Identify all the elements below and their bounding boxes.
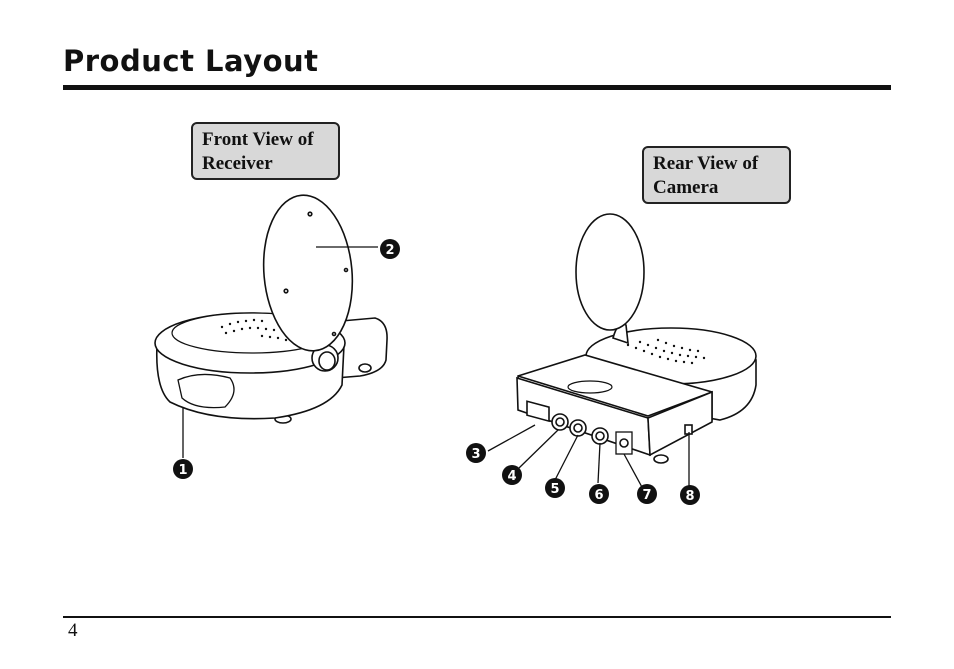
callout-1: 1 (173, 459, 193, 479)
page-title: Product Layout (63, 44, 319, 78)
callout-7-number: 7 (642, 488, 651, 503)
callout-4-number: 4 (507, 469, 516, 484)
callout-4: 4 (502, 465, 522, 485)
callout-2-number: 2 (385, 243, 394, 258)
callout-8: 8 (680, 485, 700, 505)
front-view-label-line-2: Receiver (202, 153, 273, 174)
front-view-label-line-1: Front View of (202, 129, 314, 150)
callout-3: 3 (466, 443, 486, 463)
camera-illustration (516, 213, 757, 464)
receiver-illustration (154, 194, 388, 424)
footer-rule (63, 616, 891, 618)
callout-5-number: 5 (550, 482, 559, 497)
rear-view-label-line-1: Rear View of (653, 153, 759, 174)
callout-7: 7 (637, 484, 657, 504)
callout-3-number: 3 (471, 447, 480, 462)
callout-6: 6 (589, 484, 609, 504)
callout-2: 2 (380, 239, 400, 259)
callout-5: 5 (545, 478, 565, 498)
header-rule (63, 85, 891, 90)
page-number: 4 (68, 620, 78, 641)
callout-leaders (182, 246, 690, 490)
front-view-label: Front View of Receiver (191, 122, 340, 180)
rear-view-label-line-2: Camera (653, 177, 719, 198)
callout-6-number: 6 (594, 488, 603, 503)
rear-view-label: Rear View of Camera (642, 146, 791, 204)
callout-8-number: 8 (685, 489, 694, 504)
callout-1-number: 1 (178, 463, 187, 478)
